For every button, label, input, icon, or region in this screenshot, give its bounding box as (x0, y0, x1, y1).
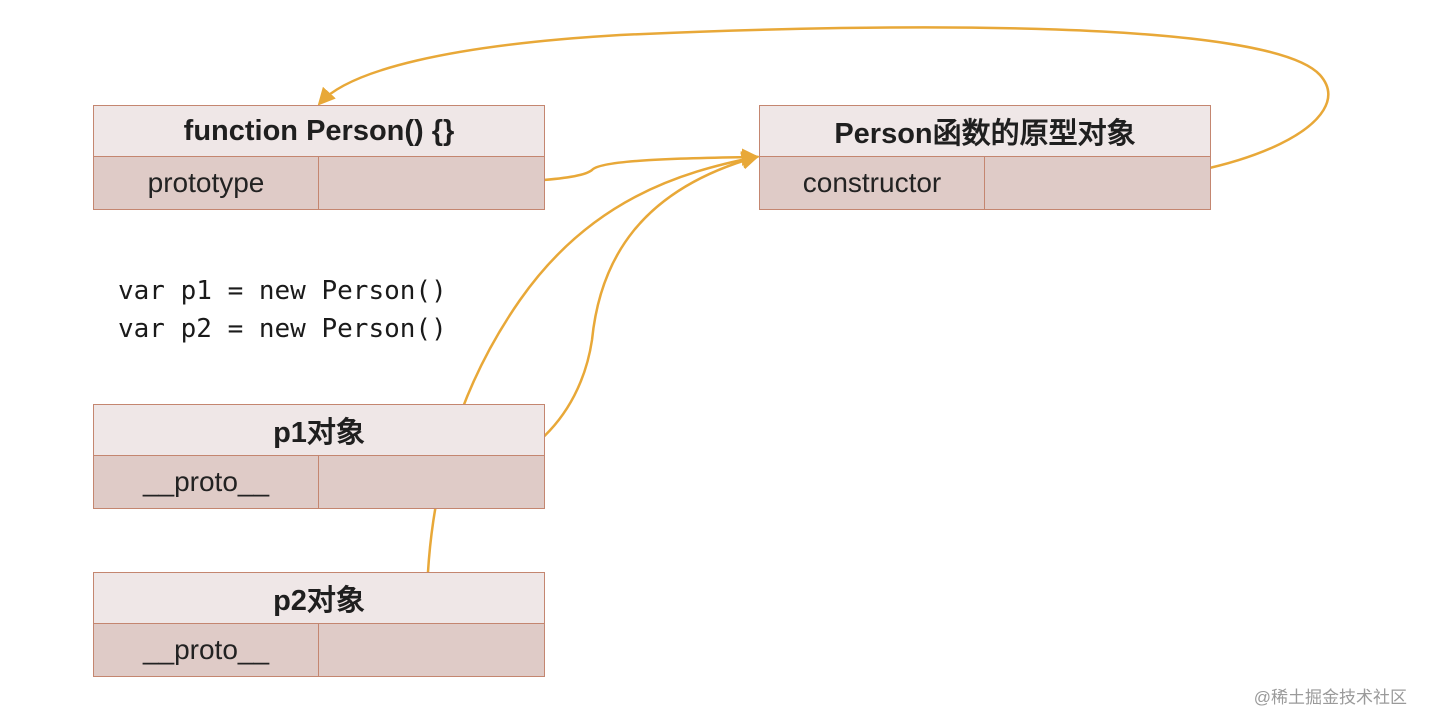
p2-object-title: p2对象 (94, 573, 544, 624)
p2-object-row: __proto__ (94, 624, 544, 676)
constructor-value-cell (985, 157, 1210, 209)
watermark: @稀土掘金技术社区 (1253, 688, 1407, 707)
p2-proto-value-cell (319, 624, 544, 676)
p1-proto-label: __proto__ (94, 456, 319, 508)
p1-proto-value-cell (319, 456, 544, 508)
p2-proto-arrow (425, 151, 760, 657)
person-function-box: function Person() {} prototype (93, 105, 545, 210)
prototype-value-cell (319, 157, 544, 209)
code-line-2: var p2 = new Person() (118, 314, 447, 344)
prototype-label: prototype (94, 157, 319, 209)
code-line-1: var p1 = new Person() (118, 276, 447, 306)
constructor-arrow (317, 26, 1330, 185)
person-prototype-box: Person函数的原型对象 constructor (759, 105, 1211, 210)
p2-object-box: p2对象 __proto__ (93, 572, 545, 677)
p1-object-row: __proto__ (94, 456, 544, 508)
p1-object-box: p1对象 __proto__ (93, 404, 545, 509)
p1-object-title: p1对象 (94, 405, 544, 456)
person-function-title: function Person() {} (94, 106, 544, 157)
constructor-label: constructor (760, 157, 985, 209)
person-function-row: prototype (94, 157, 544, 209)
person-prototype-row: constructor (760, 157, 1210, 209)
person-prototype-title: Person函数的原型对象 (760, 106, 1210, 157)
p2-proto-label: __proto__ (94, 624, 319, 676)
code-block: var p1 = new Person() var p2 = new Person… (118, 272, 447, 348)
